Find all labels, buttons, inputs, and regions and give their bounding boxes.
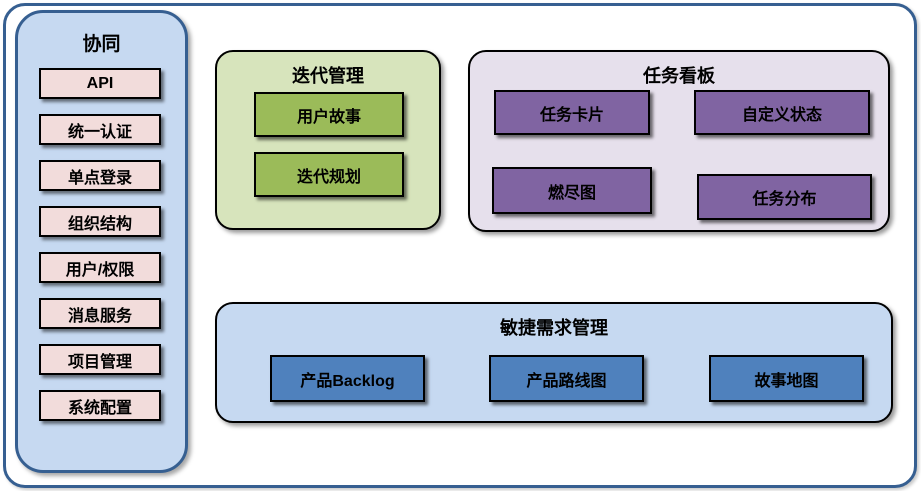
sidebar-item-system-config: 系统配置 <box>39 390 161 421</box>
item-task-distribution: 任务分布 <box>697 174 872 220</box>
panel-iteration-management: 迭代管理 用户故事 迭代规划 <box>215 50 441 230</box>
panel-agile-requirement-management: 敏捷需求管理 产品Backlog 产品路线图 故事地图 <box>215 302 893 423</box>
item-product-backlog: 产品Backlog <box>270 355 425 402</box>
sidebar-item-unified-auth: 统一认证 <box>39 114 161 145</box>
item-burndown-chart: 燃尽图 <box>492 167 652 214</box>
sidebar-item-user-permission: 用户/权限 <box>39 252 161 283</box>
item-user-story: 用户故事 <box>254 92 404 137</box>
item-product-roadmap: 产品路线图 <box>489 355 644 402</box>
sidebar-title: 协同 <box>82 34 121 55</box>
item-custom-status: 自定义状态 <box>694 90 870 135</box>
sidebar-item-message-service: 消息服务 <box>39 298 161 329</box>
item-iteration-planning: 迭代规划 <box>254 152 404 197</box>
sidebar-group-collaboration: 协同 API 统一认证 单点登录 组织结构 用户/权限 消息服务 项目管理 系统… <box>15 10 188 473</box>
sidebar-item-api: API <box>39 68 161 99</box>
sidebar-item-project-management: 项目管理 <box>39 344 161 375</box>
panel-title-agile: 敏捷需求管理 <box>500 318 608 338</box>
panel-title-iteration: 迭代管理 <box>292 66 364 86</box>
sidebar-item-single-sign-on: 单点登录 <box>39 160 161 191</box>
panel-task-board: 任务看板 任务卡片 自定义状态 燃尽图 任务分布 <box>468 50 890 232</box>
sidebar-item-list: API 统一认证 单点登录 组织结构 用户/权限 消息服务 项目管理 系统配置 <box>39 68 161 421</box>
sidebar-item-org-structure: 组织结构 <box>39 206 161 237</box>
item-story-map: 故事地图 <box>709 355 864 402</box>
item-task-card: 任务卡片 <box>494 90 650 135</box>
panel-title-taskboard: 任务看板 <box>643 66 715 86</box>
